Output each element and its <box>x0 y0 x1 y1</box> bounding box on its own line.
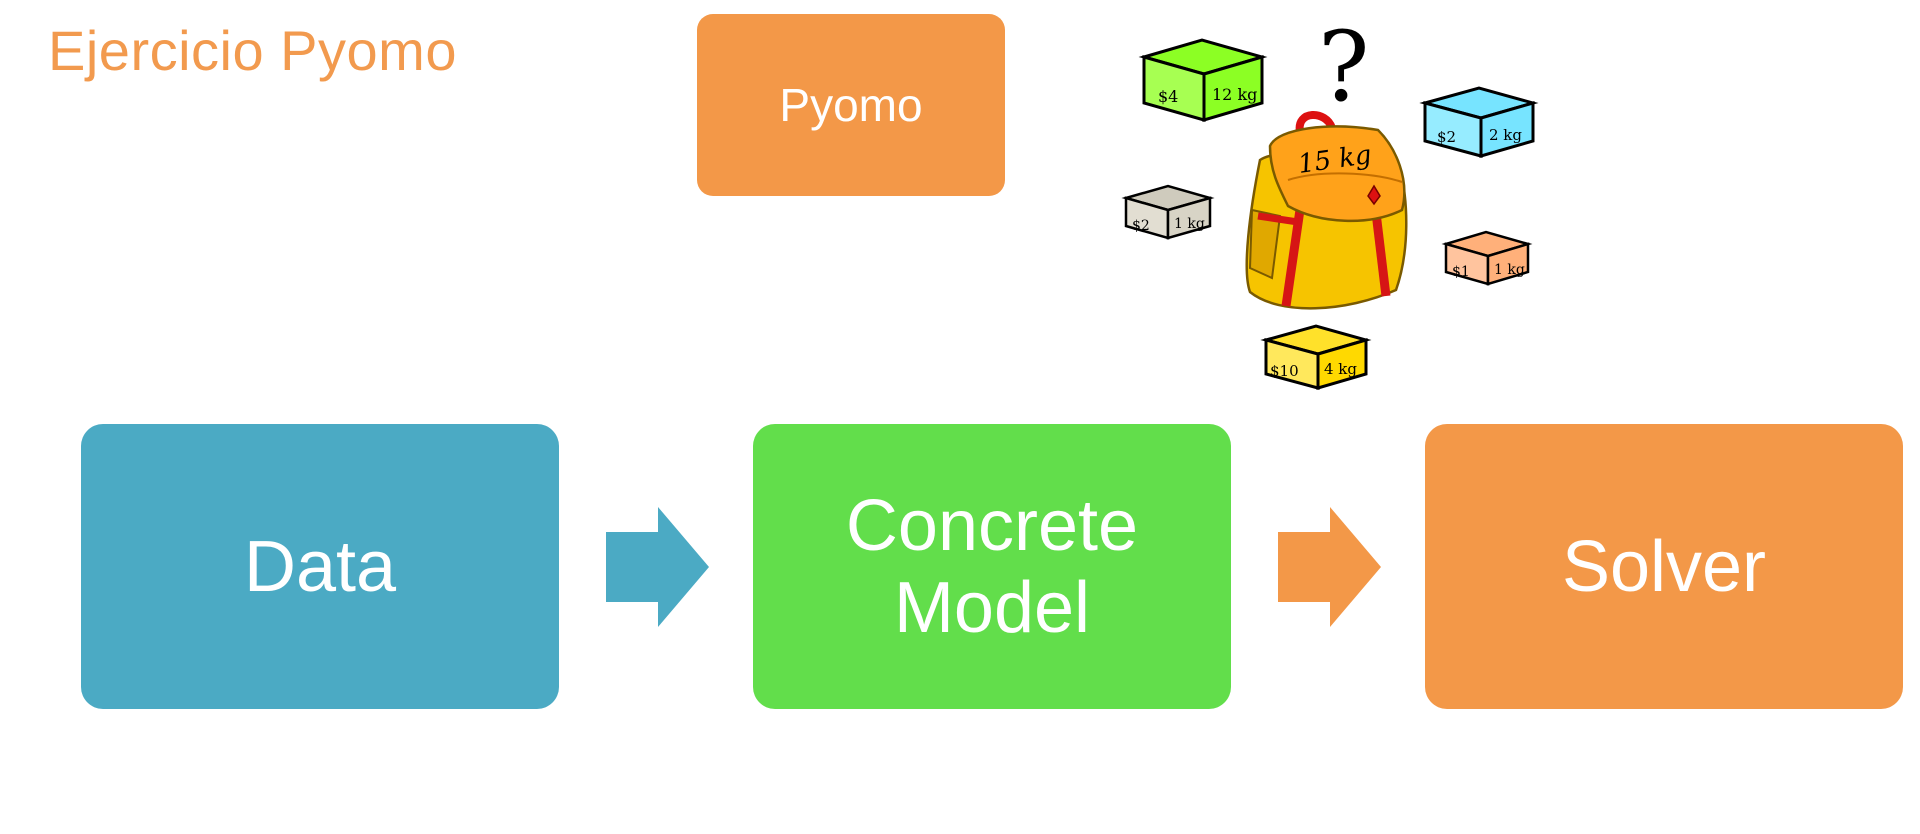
concrete-model-box: Concrete Model <box>753 424 1231 709</box>
arrow-right-icon <box>1278 507 1381 627</box>
knapsack-illustration: ? $4 12 kg $2 2 kg $2 1 kg $1 1 kg $10 <box>1121 11 1539 390</box>
solver-box: Solver <box>1425 424 1903 709</box>
item-weight: 4 kg <box>1324 360 1357 378</box>
item-weight: 2 kg <box>1489 126 1522 144</box>
data-box: Data <box>81 424 559 709</box>
backpack-icon: 15 kg <box>1245 111 1408 310</box>
item-price: $4 <box>1158 87 1178 106</box>
concrete-model-label-line1: Concrete <box>845 485 1139 566</box>
item-box-green: $4 12 kg <box>1138 38 1268 123</box>
slide-title: Ejercicio Pyomo <box>48 19 457 82</box>
pyomo-box-label: Pyomo <box>779 79 923 131</box>
question-mark: ? <box>1318 11 1369 123</box>
solver-label: Solver <box>1561 526 1767 607</box>
concrete-model-label-line2: Model <box>893 567 1091 648</box>
item-box-yellow: $10 4 kg <box>1260 324 1372 390</box>
item-box-grey: $2 1 kg <box>1121 184 1215 240</box>
pyomo-box: Pyomo <box>697 14 1005 196</box>
item-price: $10 <box>1270 362 1299 380</box>
item-price: $1 <box>1452 264 1470 280</box>
item-price: $2 <box>1132 218 1150 234</box>
item-box-orange: $1 1 kg <box>1441 230 1533 286</box>
data-label: Data <box>243 526 397 607</box>
item-weight: 1 kg <box>1174 216 1205 232</box>
item-weight: 12 kg <box>1212 85 1257 104</box>
item-weight: 1 kg <box>1494 262 1525 278</box>
item-price: $2 <box>1437 128 1456 146</box>
arrow-right-icon <box>606 507 709 627</box>
item-box-blue: $2 2 kg <box>1419 86 1539 158</box>
